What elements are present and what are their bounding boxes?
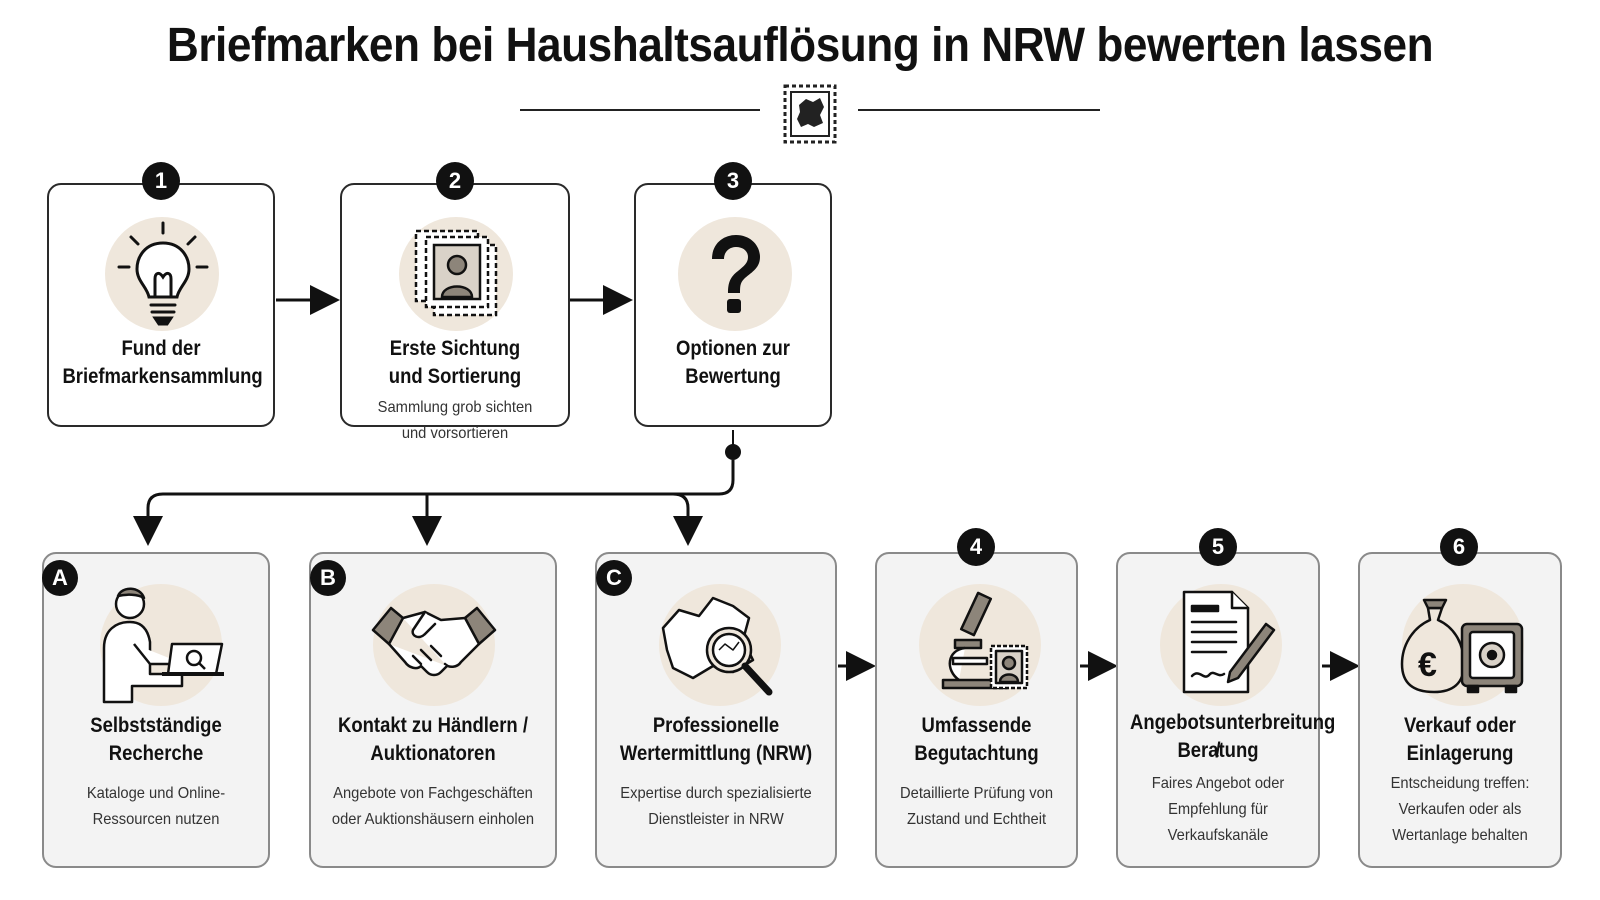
step-badge-1: 1 [142,162,180,200]
step-badge-3: 3 [714,162,752,200]
step-4-desc-line2: Zustand und Echtheit [906,811,1047,828]
step-A-title-line2: Recherche [108,742,204,765]
step-badge-4: 4 [957,528,995,566]
step-5-title-line1: Angebotsunterbreitung / [1130,711,1336,762]
question-mark-icon [712,235,760,313]
step-card-5: Angebotsunterbreitung / Beratung Faires … [1116,552,1336,868]
svg-text:€: € [1418,646,1437,684]
step-card-3: Optionen zur Bewertung [634,183,832,427]
step-badge-B: B [310,560,346,596]
step-3-title-line2: Bewertung [685,365,781,388]
step-badge-5: 5 [1199,528,1237,566]
step-4-title-line1: Umfassende [921,714,1032,737]
step-card-1: Fund der Briefmarkensammlung [47,183,275,427]
step-5-title-line2: Beratung [1177,739,1259,762]
arrow-to-C [672,492,703,546]
step-6-desc-line2: Verkaufen oder als [1398,801,1522,818]
step-C-desc-line1: Expertise durch spezialisierte [620,785,812,802]
step-card-2: Erste Sichtung und Sortierung Sammlung g… [340,183,570,427]
microscope-icon [941,591,1029,690]
handshake-icon [371,606,497,677]
step-B-title-line1: Kontakt zu Händlern / [338,714,528,737]
step-card-A: Selbstständige Recherche Kataloge und On… [42,552,270,868]
step-A-desc-line1: Kataloge und Online- [86,785,226,802]
step-2-desc-line1: Sammlung grob sichten [351,395,559,421]
step-B-desc-line1: Angebote von Fachgeschäften [333,785,533,802]
step-C-title-line2: Wertermittlung (NRW) [619,742,813,765]
step-B-desc-line2: oder Auktionshäusern einholen [331,811,535,828]
page-title: Briefmarken bei Haushaltsauflösung in NR… [166,19,1434,72]
arrow-to-A [133,460,735,546]
step-badge-C: C [596,560,632,596]
step-badge-6: 6 [1440,528,1478,566]
step-badge-A: A [42,560,78,596]
step-6-title-line1: Verkauf oder [1404,714,1516,737]
step-4-title-line2: Begutachtung [914,742,1039,765]
stamps-icon [414,229,498,317]
step-card-B: Kontakt zu Händlern / Auktionatoren Ange… [309,552,557,868]
step-4-desc-line1: Detaillierte Prüfung von [899,785,1054,802]
step-5-desc-line3: Verkaufskanäle [1167,827,1269,844]
branch-dot [725,444,741,460]
map-magnifier-icon [661,596,773,696]
step-5-desc-line1: Faires Angebot oder [1151,775,1285,792]
step-6-desc-line1: Entscheidung treffen: [1390,775,1530,792]
nrw-stamp-icon [783,84,837,144]
step-A-title-line1: Selbstständige [90,714,222,737]
title-divider-left [520,109,760,111]
step-1-title-line2: Briefmarkensammlung [62,365,263,388]
step-3-title-line1: Optionen zur [676,337,790,360]
step-6-desc-line3: Wertanlage behalten [1392,827,1528,844]
step-6-title-line2: Einlagerung [1406,742,1514,765]
title-divider-right [858,109,1100,111]
person-laptop-icon [102,587,224,704]
step-A-desc-line2: Ressourcen nutzen [92,811,220,828]
document-pen-icon [1182,590,1276,694]
step-1-title-line1: Fund der [121,337,201,360]
step-2-desc-line2: und vorsortieren [401,425,509,442]
step-2-title-line2: und Sortierung [388,365,522,388]
step-card-4: Umfassende Begutachtung Detaillierte Prü… [875,552,1078,868]
step-5-desc-line2: Empfehlung für [1168,801,1268,818]
step-card-C: Professionelle Wertermittlung (NRW) Expe… [595,552,837,868]
step-2-title-line1: Erste Sichtung [389,337,521,360]
step-C-title-line1: Professionelle [652,714,780,737]
step-C-desc-line2: Dienstleister in NRW [648,811,784,828]
money-safe-icon: € [1400,598,1524,694]
lightbulb-icon [117,221,209,326]
step-badge-2: 2 [436,162,474,200]
step-B-title-line2: Auktionatoren [370,742,496,765]
step-card-6: € Verkauf oder Einlagerung Entscheidung … [1358,552,1562,868]
